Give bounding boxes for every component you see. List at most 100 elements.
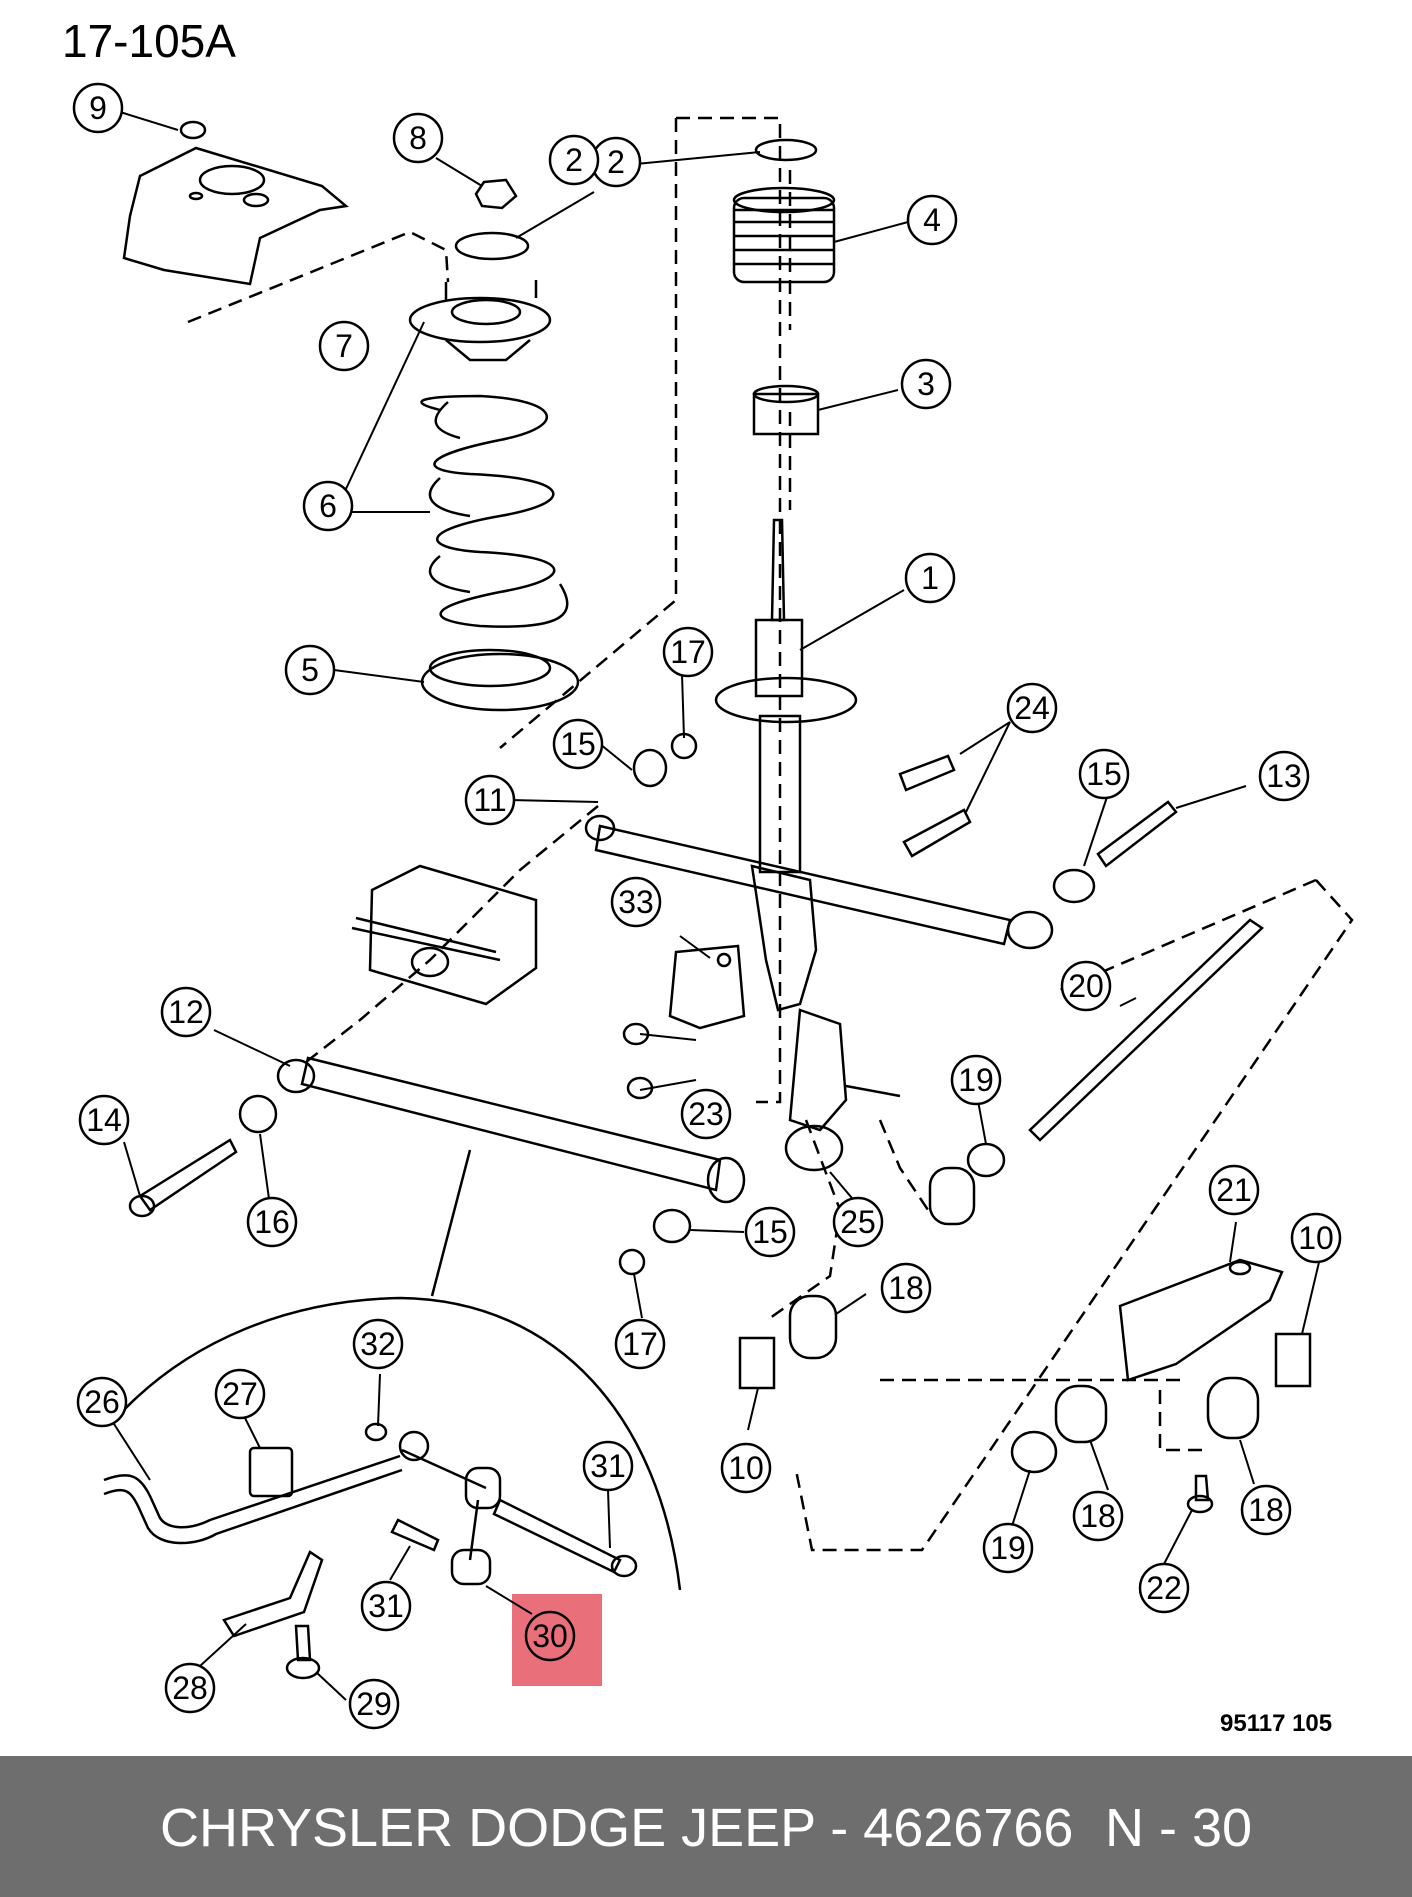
spacer-3 <box>752 384 820 436</box>
callout-27: 27 <box>214 1368 266 1420</box>
callout-number: 20 <box>1068 968 1104 1004</box>
callout-circle <box>1290 1212 1342 1264</box>
washer-15-lower <box>652 1208 692 1244</box>
detail-leader-line <box>430 1149 472 1297</box>
callout-circle <box>552 718 604 770</box>
callout-circle <box>352 1318 404 1370</box>
callout-circle <box>982 1522 1034 1574</box>
callout-number: 27 <box>222 1376 258 1412</box>
callout-circle <box>880 1262 932 1314</box>
callout-20: 20 <box>1060 960 1112 1012</box>
callout-number: 13 <box>1266 758 1302 794</box>
callout-number: 12 <box>168 994 204 1030</box>
callout-number: 25 <box>840 1204 876 1240</box>
diagram-code: 17-105A <box>62 15 236 67</box>
callout-circle <box>662 626 714 678</box>
callout-1: 1 <box>904 552 956 604</box>
callout-23: 23 <box>680 1088 732 1140</box>
callout-circle <box>318 320 370 372</box>
callout-number: 8 <box>409 120 427 156</box>
callout-circle <box>78 1094 130 1146</box>
callout-26: 26 <box>76 1376 128 1428</box>
callout-number: 33 <box>618 884 654 920</box>
callout-number: 17 <box>622 1326 658 1362</box>
nut-17-lower <box>618 1248 646 1276</box>
callout-25: 25 <box>832 1196 884 1248</box>
stabilizer-bar-26 <box>103 1454 403 1545</box>
bolt-31-left <box>390 1518 440 1552</box>
callout-33: 33 <box>610 876 662 928</box>
callout-number: 15 <box>560 726 596 762</box>
callout-circle <box>906 194 958 246</box>
callout-number: 11 <box>473 782 506 818</box>
callout-9: 9 <box>72 82 124 134</box>
footer-part-text: CHRYSLER DODGE JEEP - 4626766 <box>160 1798 1074 1858</box>
callout-16: 16 <box>246 1196 298 1248</box>
callout-number: 9 <box>89 90 107 126</box>
nut-9 <box>179 120 207 140</box>
callout-circle <box>392 112 444 164</box>
callout-14: 14 <box>78 1094 130 1146</box>
callout-circle <box>904 552 956 604</box>
upper-spring-seat-7 <box>408 280 552 362</box>
bushing-18-right-a <box>1054 1384 1108 1444</box>
callout-number: 26 <box>84 1384 120 1420</box>
callout-7: 7 <box>318 320 370 372</box>
callout-2: 2 <box>548 134 600 186</box>
callout-circle <box>614 1318 666 1370</box>
callout-number: 15 <box>752 1214 788 1250</box>
bolt-31-right <box>492 1498 638 1578</box>
tie-rod-20 <box>1028 918 1264 1142</box>
bracket-21 <box>1118 1258 1284 1382</box>
callout-number: 4 <box>923 202 941 238</box>
body-bracket <box>351 864 538 1006</box>
callout-28: 28 <box>164 1662 216 1714</box>
bushing-19-upper <box>966 1142 1006 1178</box>
callout-18: 18 <box>1240 1484 1292 1536</box>
detail-magnifier-arc <box>119 1296 682 1591</box>
diagram-ref-code: 95117 105 <box>1220 1710 1333 1737</box>
leader-lines <box>113 111 1321 1701</box>
callout-10: 10 <box>1290 1212 1342 1264</box>
lower-spring-seat-5 <box>420 648 580 712</box>
callout-number: 24 <box>1014 690 1050 726</box>
coil-spring-6 <box>420 394 569 628</box>
callout-circle <box>1060 960 1112 1012</box>
callout-number: 22 <box>1146 1570 1182 1606</box>
callout-13: 13 <box>1258 750 1310 802</box>
bracket-33 <box>668 944 746 1030</box>
callout-19: 19 <box>950 1054 1002 1106</box>
dashed-guide-lines <box>187 116 1354 1552</box>
callout-number: 16 <box>254 1204 290 1240</box>
washer-15-right <box>1052 868 1096 904</box>
callout-number: 10 <box>1298 1220 1334 1256</box>
callout-circle <box>524 1610 576 1662</box>
callout-circle <box>1258 750 1310 802</box>
callout-circle <box>1208 1164 1260 1216</box>
washer-19-lower <box>1010 1430 1058 1474</box>
callout-number: 3 <box>917 366 935 402</box>
callout-number: 17 <box>670 634 706 670</box>
washer-2-right <box>754 138 818 162</box>
callout-number: 23 <box>688 1096 724 1132</box>
callout-11: 11 <box>464 774 516 826</box>
bolt-29 <box>285 1624 321 1680</box>
jounce-bumper-4 <box>732 186 836 284</box>
callout-18: 18 <box>1072 1490 1124 1542</box>
callout-number: 15 <box>1086 756 1122 792</box>
callout-circle <box>1072 1490 1124 1542</box>
callout-number: 5 <box>301 652 319 688</box>
strut-assembly-1 <box>714 518 858 1012</box>
callout-number: 29 <box>356 1686 392 1722</box>
callout-number: 19 <box>990 1530 1026 1566</box>
stabilizer-link-30 <box>398 1430 502 1586</box>
callout-number: 2 <box>607 144 625 180</box>
callout-22: 22 <box>1138 1562 1190 1614</box>
callout-number: 7 <box>335 328 353 364</box>
callout-10: 10 <box>720 1442 772 1494</box>
callout-number: 18 <box>888 1270 924 1306</box>
callout-2: 2 <box>590 136 642 188</box>
lateral-link-12 <box>276 1056 746 1204</box>
callout-circle <box>680 1088 732 1140</box>
